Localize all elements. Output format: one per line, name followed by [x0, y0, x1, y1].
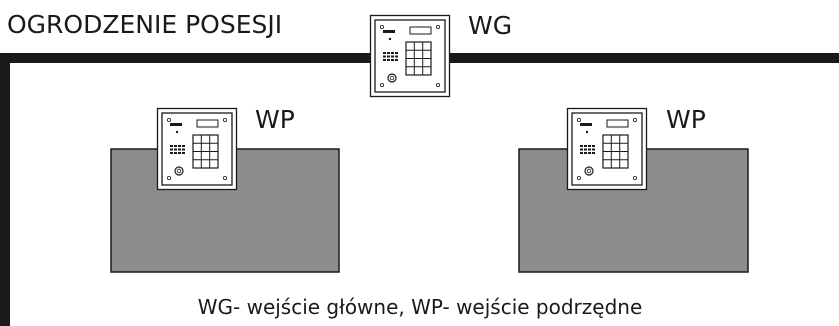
property-fence: [0, 53, 839, 326]
building-right-label: WP: [666, 105, 706, 134]
fence-label: OGRODZENIE POSESJI: [7, 10, 282, 39]
building-left-label: WP: [255, 105, 295, 134]
main-intercom-panel: [369, 14, 451, 98]
building-right-intercom-panel: [566, 107, 648, 191]
building-left-intercom-panel: [156, 107, 238, 191]
legend-text: WG- wejście główne, WP- wejście podrzędn…: [198, 295, 643, 319]
main-panel-label: WG: [468, 11, 512, 40]
